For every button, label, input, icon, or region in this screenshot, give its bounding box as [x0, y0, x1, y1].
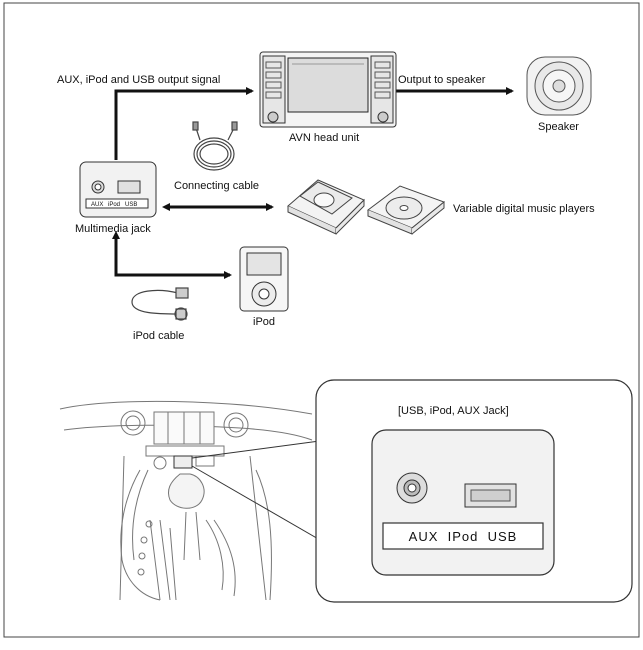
connecting-cable-icon: [192, 121, 238, 171]
detail-title: [USB, iPod, AUX Jack]: [398, 405, 509, 417]
label-ipod-cable: iPod cable: [133, 330, 185, 342]
label-music-players: Variable digital music players: [453, 203, 595, 215]
music-player-icon-2: [366, 185, 446, 235]
jack-small-aux: AUX: [91, 202, 103, 208]
ipod-cable-icon: [131, 287, 189, 321]
label-head-unit: AVN head unit: [289, 132, 360, 144]
music-player-icon-1: [287, 179, 365, 235]
multimedia-jack-icon: [79, 161, 157, 218]
jack-small-usb: USB: [125, 202, 137, 208]
arrow-jack-ipod: [112, 231, 232, 279]
jack-small-ipod: iPod: [108, 202, 120, 208]
label-speaker: Speaker: [538, 121, 579, 133]
label-multimedia-jack: Multimedia jack: [75, 223, 151, 235]
label-output-speaker: Output to speaker: [398, 74, 486, 86]
console-drawing: [59, 400, 313, 601]
figure-frame: [3, 2, 640, 638]
ipod-icon: [239, 246, 289, 312]
label-ipod: iPod: [253, 316, 276, 328]
signal-arrows: [112, 87, 514, 279]
label-connecting-cable: Connecting cable: [174, 180, 260, 192]
arrow-jack-to-headunit: [114, 87, 254, 160]
head-unit-icon: [259, 51, 397, 128]
speaker-icon: [526, 56, 592, 116]
label-output-signal: AUX, iPod and USB output signal: [57, 74, 221, 86]
detail-jack-label: AUX IPod USB: [409, 529, 518, 544]
detail-callout: [315, 379, 633, 603]
